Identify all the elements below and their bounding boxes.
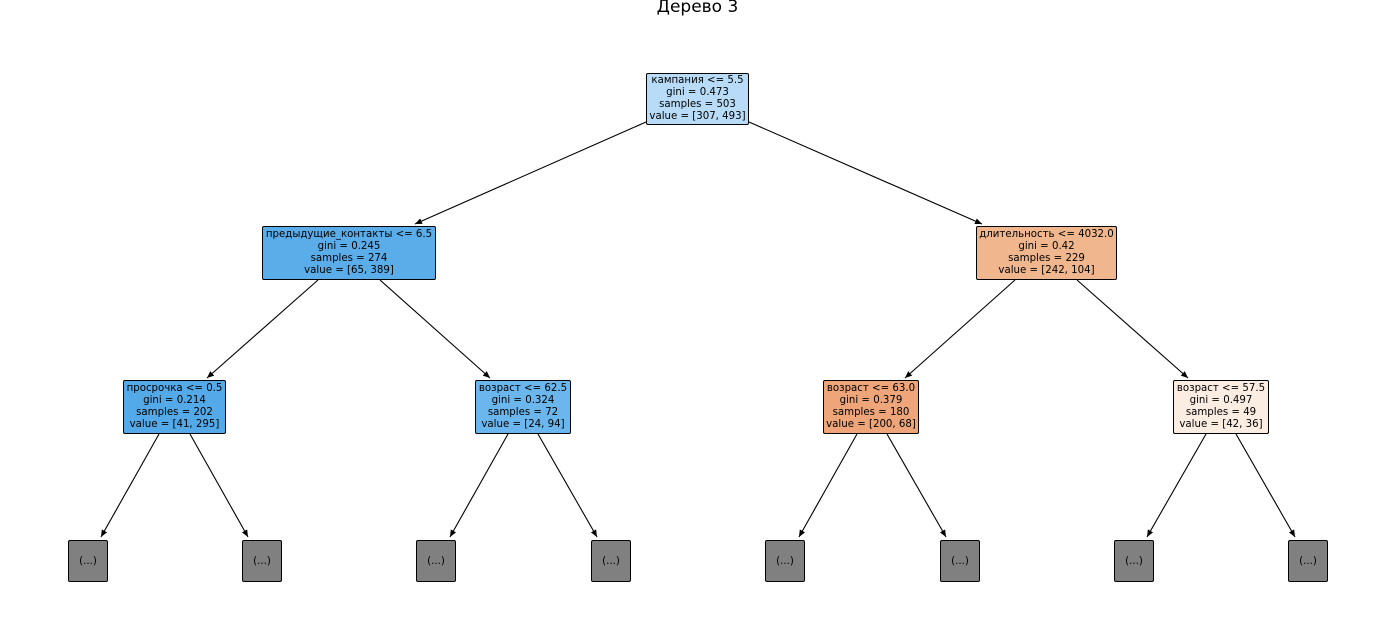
- edge-r-rr: [1076, 279, 1189, 379]
- truncated-leaf: (...): [1114, 540, 1154, 582]
- truncated-leaf: (...): [765, 540, 805, 582]
- edge-rl-leaf6: [886, 433, 947, 538]
- edge-root-l: [414, 121, 647, 225]
- edge-l-ll: [206, 279, 319, 379]
- edge-r-rl: [904, 279, 1016, 379]
- edge-ll-leaf2: [189, 433, 249, 538]
- edge-l-lr: [379, 279, 491, 379]
- truncated-leaf: (...): [1288, 540, 1328, 582]
- node-split: просрочка <= 0.5: [126, 383, 223, 394]
- node-gini: gini = 0.473: [666, 87, 729, 98]
- node-value: value = [242, 104]: [998, 265, 1095, 276]
- truncated-leaf: (...): [68, 540, 108, 582]
- diagram-title: Дерево 3: [656, 0, 739, 17]
- truncated-leaf: (...): [416, 540, 456, 582]
- edge-rr-leaf8: [1235, 433, 1296, 538]
- node-samples: samples = 274: [310, 253, 388, 264]
- node-value: value = [65, 389]: [304, 265, 394, 276]
- tree-node-right: длительность <= 4032.0 gini = 0.42 sampl…: [976, 226, 1117, 280]
- node-split: предыдущие_контакты <= 6.5: [265, 229, 433, 240]
- node-samples: samples = 49: [1185, 407, 1257, 418]
- node-value: value = [41, 295]: [129, 419, 220, 430]
- node-value: value = [24, 94]: [481, 419, 565, 430]
- node-gini: gini = 0.379: [839, 395, 903, 406]
- node-split: возраст <= 57.5: [1176, 383, 1266, 394]
- tree-node-left-left: просрочка <= 0.5 gini = 0.214 samples = …: [123, 380, 226, 434]
- node-gini: gini = 0.324: [491, 395, 555, 406]
- node-samples: samples = 72: [487, 407, 559, 418]
- edge-root-r: [748, 121, 983, 225]
- tree-node-right-right: возраст <= 57.5 gini = 0.497 samples = 4…: [1173, 380, 1269, 434]
- node-split: возраст <= 63.0: [826, 383, 916, 394]
- edge-rl-leaf5: [798, 433, 858, 538]
- tree-node-left-right: возраст <= 62.5 gini = 0.324 samples = 7…: [475, 380, 571, 434]
- node-value: value = [42, 36]: [1179, 419, 1263, 430]
- node-samples: samples = 229: [1008, 253, 1085, 264]
- node-gini: gini = 0.214: [143, 395, 206, 406]
- node-gini: gini = 0.497: [1189, 395, 1253, 406]
- node-samples: samples = 202: [136, 407, 213, 418]
- node-gini: gini = 0.245: [317, 241, 381, 252]
- edge-rr-leaf7: [1146, 433, 1207, 538]
- node-split: длительность <= 4032.0: [979, 229, 1114, 240]
- tree-node-right-left: возраст <= 63.0 gini = 0.379 samples = 1…: [823, 380, 919, 434]
- edge-lr-leaf4: [537, 433, 598, 538]
- node-value: value = [200, 68]: [826, 419, 916, 430]
- edge-lr-leaf3: [449, 433, 509, 538]
- truncated-leaf: (...): [242, 540, 282, 582]
- edge-ll-leaf1: [100, 433, 160, 538]
- node-value: value = [307, 493]: [649, 111, 746, 122]
- truncated-leaf: (...): [940, 540, 980, 582]
- node-gini: gini = 0.42: [1018, 241, 1075, 252]
- node-samples: samples = 503: [659, 99, 736, 110]
- node-split: кампания <= 5.5: [651, 75, 744, 86]
- node-split: возраст <= 62.5: [478, 383, 568, 394]
- tree-node-root: кампания <= 5.5 gini = 0.473 samples = 5…: [646, 73, 749, 125]
- node-samples: samples = 180: [832, 407, 910, 418]
- tree-node-left: предыдущие_контакты <= 6.5 gini = 0.245 …: [262, 226, 436, 280]
- truncated-leaf: (...): [591, 540, 631, 582]
